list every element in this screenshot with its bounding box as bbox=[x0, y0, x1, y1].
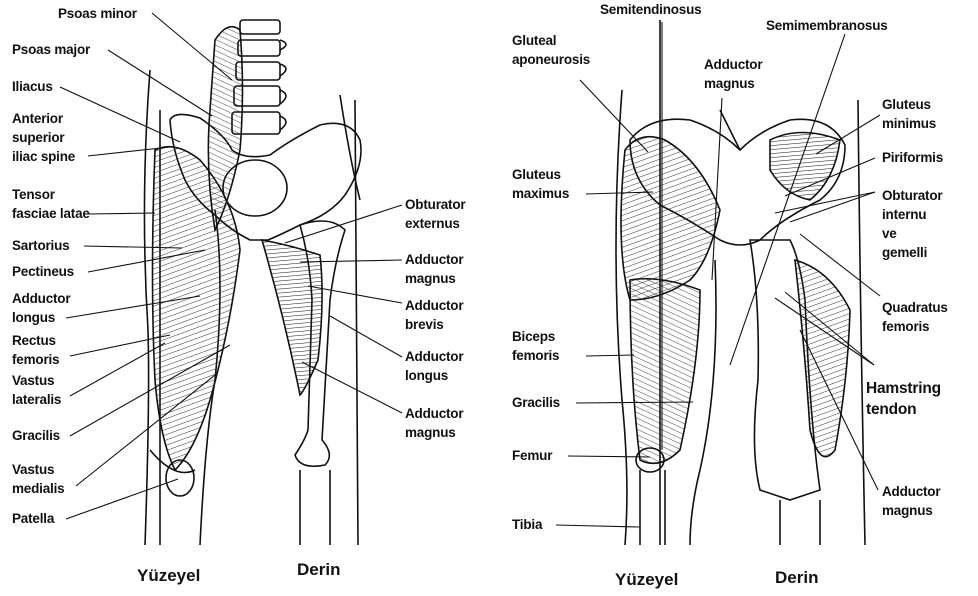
caption-left-superficial: Yüzeyel bbox=[137, 566, 200, 586]
psoas bbox=[208, 27, 242, 230]
caption-right-superficial: Yüzeyel bbox=[615, 570, 678, 590]
label-anterior-superior-iliac-spine: Anterior superior iliac spine bbox=[12, 109, 75, 166]
label-gluteus-maximus: Gluteus maximus bbox=[512, 165, 569, 203]
label-gluteal-aponeurosis: Gluteal aponeurosis bbox=[512, 31, 590, 69]
adductor-magnus-deep bbox=[795, 260, 850, 457]
label-iliacus: Iliacus bbox=[12, 77, 53, 96]
posterior-view bbox=[616, 20, 865, 545]
label-vastus-medialis: Vastus medialis bbox=[12, 460, 64, 498]
label-femur: Femur bbox=[512, 446, 552, 465]
label-biceps-femoris: Biceps femoris bbox=[512, 327, 559, 365]
label-obturator-externus: Obturator externus bbox=[405, 195, 465, 233]
label-gracilis-left: Gracilis bbox=[12, 426, 60, 445]
label-adductor-magnus-left-2: Adductor magnus bbox=[405, 404, 463, 442]
label-vastus-lateralis: Vastus lateralis bbox=[12, 371, 61, 409]
label-obturator-internu-ve-gemelli: Obturator internu ve gemelli bbox=[882, 186, 942, 262]
label-tensor-fasciae-latae: Tensor fasciae latae bbox=[12, 185, 90, 223]
label-semimembranosus: Semimembranosus bbox=[766, 16, 888, 35]
adductor-fan bbox=[262, 240, 322, 395]
label-quadratus-femoris: Quadratus femoris bbox=[882, 298, 948, 336]
label-psoas-major: Psoas major bbox=[12, 40, 90, 59]
gluteus-maximus-shape bbox=[621, 137, 720, 300]
hamstrings-shape bbox=[630, 279, 700, 464]
caption-left-deep: Derin bbox=[297, 560, 340, 580]
label-adductor-magnus-top: Adductor magnus bbox=[704, 55, 762, 93]
label-gracilis-right: Gracilis bbox=[512, 393, 560, 412]
label-psoas-minor: Psoas minor bbox=[58, 4, 137, 23]
anterior-view bbox=[144, 20, 361, 545]
label-semitendinosus: Semitendinosus bbox=[600, 0, 701, 19]
label-adductor-longus-right: Adductor longus bbox=[405, 347, 463, 385]
label-pectineus: Pectineus bbox=[12, 262, 74, 281]
label-patella: Patella bbox=[12, 509, 54, 528]
label-gluteus-minimus: Gluteus minimus bbox=[882, 95, 936, 133]
label-piriformis: Piriformis bbox=[882, 148, 943, 167]
label-rectus-femoris: Rectus femoris bbox=[12, 331, 59, 369]
caption-right-deep: Derin bbox=[775, 568, 818, 588]
label-sartorius: Sartorius bbox=[12, 236, 69, 255]
label-adductor-brevis: Adductor brevis bbox=[405, 296, 463, 334]
label-adductor-magnus-bottom: Adductor magnus bbox=[882, 482, 940, 520]
label-adductor-magnus-left-1: Adductor magnus bbox=[405, 250, 463, 288]
label-adductor-longus-left: Adductor longus bbox=[12, 289, 70, 327]
label-tibia: Tibia bbox=[512, 515, 542, 534]
label-hamstring-tendon: Hamstring tendon bbox=[866, 378, 941, 420]
